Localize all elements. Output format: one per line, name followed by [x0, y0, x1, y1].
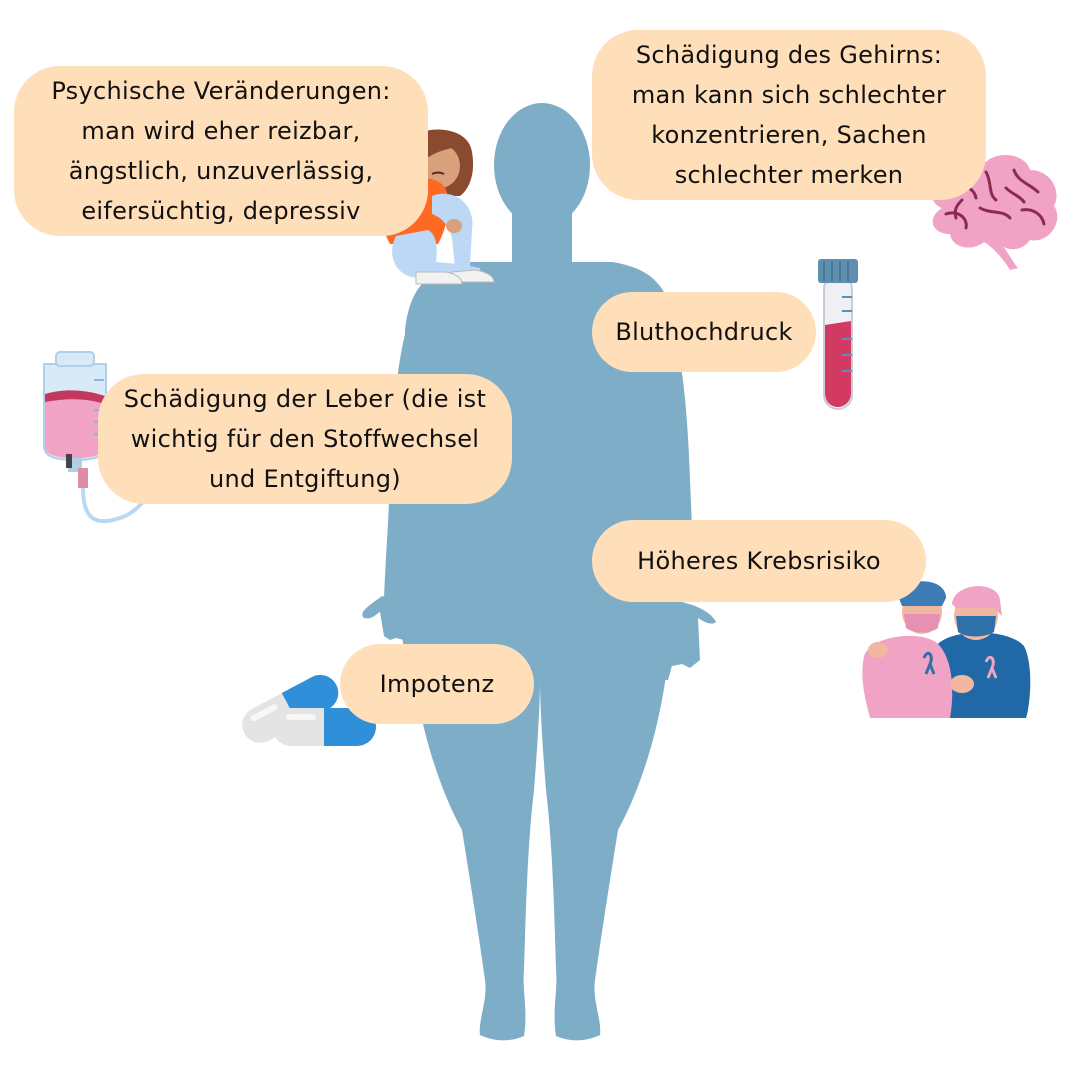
- test-tube-icon: [818, 259, 858, 410]
- pills-icon: [242, 674, 376, 746]
- label-cancer-text: Höheres Krebsrisiko: [637, 547, 881, 575]
- label-impotence: Impotenz: [340, 644, 534, 724]
- label-blood-pressure-text: Bluthochdruck: [615, 318, 793, 346]
- label-psyche: Psychische Veränderungen: man wird eher …: [14, 66, 428, 236]
- label-blood-pressure: Bluthochdruck: [592, 292, 816, 372]
- cancer-patients-icon: [862, 581, 1031, 718]
- label-impotence-text: Impotenz: [379, 670, 495, 698]
- label-brain-text: Schädigung des Gehirns: man kann sich sc…: [631, 41, 947, 189]
- iv-bag-icon: [43, 351, 176, 524]
- label-cancer: Höheres Krebsrisiko: [592, 520, 926, 602]
- label-brain: Schädigung des Gehirns: man kann sich sc…: [592, 30, 986, 200]
- label-psyche-text: Psychische Veränderungen: man wird eher …: [51, 77, 391, 225]
- label-liver: Schädigung der Leber (die ist wichtig fü…: [98, 374, 512, 504]
- label-liver-text: Schädigung der Leber (die ist wichtig fü…: [123, 385, 487, 493]
